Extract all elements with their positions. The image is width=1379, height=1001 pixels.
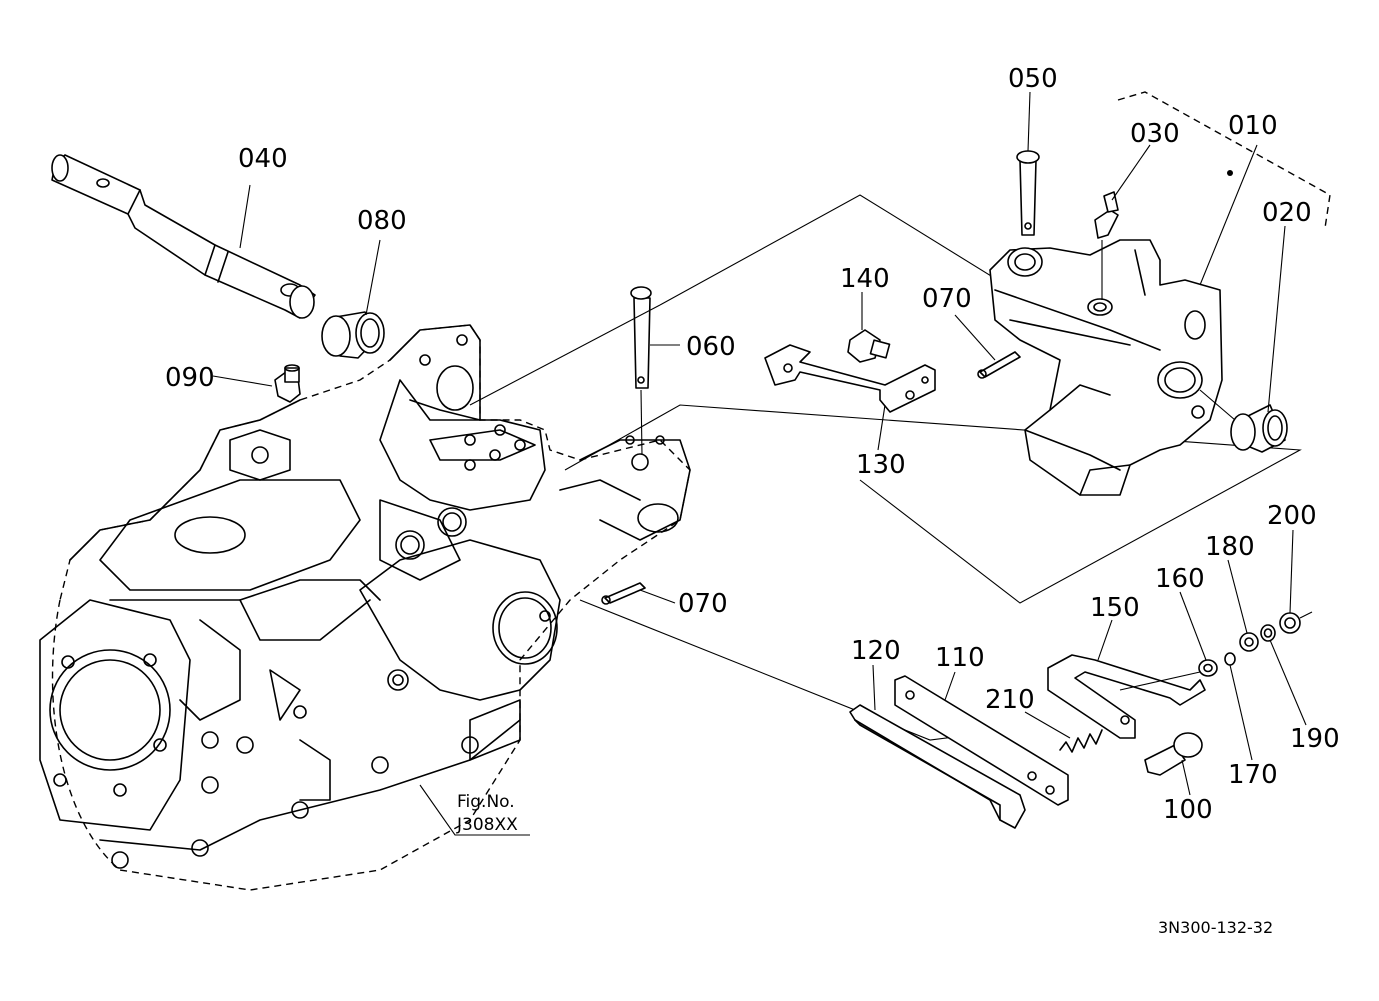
label-090: 090 xyxy=(165,363,215,393)
part-070-split-pin-upper xyxy=(977,351,1021,379)
label-070-upper: 070 xyxy=(922,284,972,314)
leader-190 xyxy=(1269,639,1307,726)
label-120: 120 xyxy=(851,636,901,666)
part-200-nut xyxy=(1279,612,1301,634)
part-020-bushing xyxy=(1230,404,1288,453)
label-050: 050 xyxy=(1008,64,1058,94)
leader-030 xyxy=(1111,144,1151,201)
label-180: 180 xyxy=(1205,532,1255,562)
leader-120 xyxy=(872,664,876,711)
drawing-code: 3N300-132-32 xyxy=(1158,918,1274,937)
axis-washers xyxy=(1119,671,1201,691)
part-210-spring xyxy=(1059,729,1103,753)
part-110-lever-plate xyxy=(894,675,1069,806)
label-190: 190 xyxy=(1290,724,1340,754)
part-040-lift-shaft xyxy=(51,154,316,319)
label-140: 140 xyxy=(840,264,890,294)
leader-070-upper xyxy=(954,314,996,361)
pin-060-axis xyxy=(640,389,643,456)
leader-180 xyxy=(1227,559,1248,634)
part-160-washer xyxy=(1198,659,1218,677)
leader-010-dot xyxy=(1227,170,1233,176)
part-190-lock-washer xyxy=(1260,624,1276,642)
axis-020 xyxy=(1199,389,1236,421)
label-150: 150 xyxy=(1090,593,1140,623)
part-100-bolt xyxy=(1144,732,1203,776)
part-060-pin xyxy=(630,286,652,389)
label-130: 130 xyxy=(856,450,906,480)
label-020: 020 xyxy=(1262,198,1312,228)
part-140-adapter xyxy=(847,329,891,363)
leader-090 xyxy=(212,375,273,387)
label-010: 010 xyxy=(1228,111,1278,141)
leader-020 xyxy=(1267,225,1286,413)
part-070-split-pin-lower xyxy=(601,582,646,605)
leader-050 xyxy=(1027,91,1031,152)
assembly-frame-left xyxy=(469,304,661,406)
part-090-grease-nipple xyxy=(274,364,301,403)
label-080: 080 xyxy=(357,206,407,236)
part-120-lever-plate xyxy=(849,704,1026,829)
leader-010 xyxy=(1199,144,1258,286)
assembly-frame-right xyxy=(564,404,1302,604)
assembly-frame-top xyxy=(659,194,1031,306)
label-070-lower: 070 xyxy=(678,589,728,619)
leader-110 xyxy=(944,671,956,701)
leader-100 xyxy=(1181,759,1191,796)
label-100: 100 xyxy=(1163,795,1213,825)
label-030: 030 xyxy=(1130,119,1180,149)
assembly-frame-lower xyxy=(579,599,971,741)
leader-200 xyxy=(1289,529,1294,614)
leader-160 xyxy=(1179,591,1207,661)
part-050-pin xyxy=(1016,150,1040,236)
leader-080 xyxy=(365,239,381,316)
label-040: 040 xyxy=(238,144,288,174)
part-180-washer xyxy=(1239,632,1259,652)
assembly-010-bracket xyxy=(1117,91,1331,229)
leader-150 xyxy=(1097,619,1113,661)
fig-ref-label: Fig.No. xyxy=(457,792,515,812)
label-110: 110 xyxy=(935,643,985,673)
hydraulic-housing xyxy=(39,324,691,891)
leader-040 xyxy=(239,184,251,249)
label-170: 170 xyxy=(1228,760,1278,790)
leader-130 xyxy=(877,404,886,451)
label-210: 210 xyxy=(985,685,1035,715)
axis-200 xyxy=(1299,611,1313,619)
leader-170 xyxy=(1229,664,1253,761)
leader-070-lower xyxy=(639,589,676,604)
leader-210 xyxy=(1024,711,1071,739)
label-060: 060 xyxy=(686,332,736,362)
part-010-lift-arm-assembly xyxy=(989,239,1223,496)
fig-ref-number: J308XX xyxy=(457,815,518,835)
part-170-spring xyxy=(1224,652,1236,666)
part-130-bracket xyxy=(764,344,936,413)
label-200: 200 xyxy=(1267,501,1317,531)
part-150-bracket xyxy=(1047,654,1206,739)
label-160: 160 xyxy=(1155,564,1205,594)
part-080-bushing xyxy=(321,311,385,359)
leader-fig-ref xyxy=(419,784,530,836)
